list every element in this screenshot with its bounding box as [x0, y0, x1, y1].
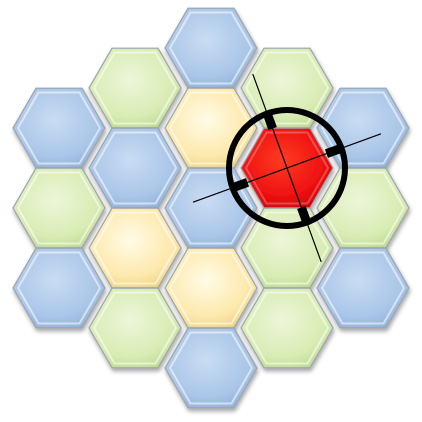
- hex-cell-bevel: [16, 91, 102, 165]
- reticle-tick-0: [324, 143, 345, 158]
- hex-cell-green[interactable]: [88, 47, 182, 129]
- reticle-tick-2: [297, 205, 312, 226]
- hex-cell-shape: [240, 47, 334, 129]
- target-reticle: [192, 73, 382, 263]
- hex-cell-yellow[interactable]: [88, 207, 182, 289]
- hex-cell-bevel: [320, 91, 406, 165]
- hex-cell-bevel: [16, 171, 102, 245]
- hex-cell-bevel: [244, 51, 330, 125]
- hex-cell-shape: [12, 247, 106, 329]
- hex-cell-bevel: [168, 331, 254, 405]
- hex-cell-yellow[interactable]: [164, 247, 258, 329]
- hex-cell-blue[interactable]: [164, 7, 258, 89]
- hex-cell-bevel: [320, 171, 406, 245]
- hex-cell-green[interactable]: [12, 167, 106, 249]
- hex-cell-bevel: [168, 11, 254, 85]
- hex-cell-bevel: [92, 131, 178, 205]
- hex-cell-shape: [240, 207, 334, 289]
- hex-cell-green[interactable]: [88, 287, 182, 369]
- reticle-tick-1: [229, 178, 250, 193]
- hex-cell-bevel: [244, 291, 330, 365]
- hex-cell-bevel: [92, 211, 178, 285]
- hex-cell-shape: [12, 167, 106, 249]
- hex-cell-bevel: [244, 131, 330, 205]
- hex-cell-green[interactable]: [240, 207, 334, 289]
- hex-cell-shape: [164, 7, 258, 89]
- reticle-tick-3: [262, 110, 277, 131]
- hex-cell-blue[interactable]: [12, 87, 106, 169]
- hex-cell-bevel: [92, 51, 178, 125]
- hex-cell-shape: [88, 287, 182, 369]
- hex-cell-shape: [88, 47, 182, 129]
- hex-cell-blue[interactable]: [12, 247, 106, 329]
- hex-cell-blue[interactable]: [316, 247, 410, 329]
- hex-cell-bevel: [16, 251, 102, 325]
- hex-cell-shape: [164, 247, 258, 329]
- hex-cell-green[interactable]: [240, 287, 334, 369]
- reticle-ring: [226, 107, 348, 229]
- crosshair-vertical-line: [252, 73, 322, 263]
- hex-cell-bevel: [92, 291, 178, 365]
- hex-cell-shape: [88, 207, 182, 289]
- hex-cell-bevel: [168, 251, 254, 325]
- hex-cell-bevel: [320, 251, 406, 325]
- hex-cell-shape: [164, 327, 258, 409]
- hex-cell-shape: [88, 127, 182, 209]
- hex-cell-blue[interactable]: [88, 127, 182, 209]
- hex-cell-shape: [240, 287, 334, 369]
- hex-cell-shape: [316, 247, 410, 329]
- hex-layer: [12, 7, 410, 409]
- hex-cell-shape: [12, 87, 106, 169]
- hex-cell-green[interactable]: [240, 47, 334, 129]
- hex-cell-blue[interactable]: [164, 327, 258, 409]
